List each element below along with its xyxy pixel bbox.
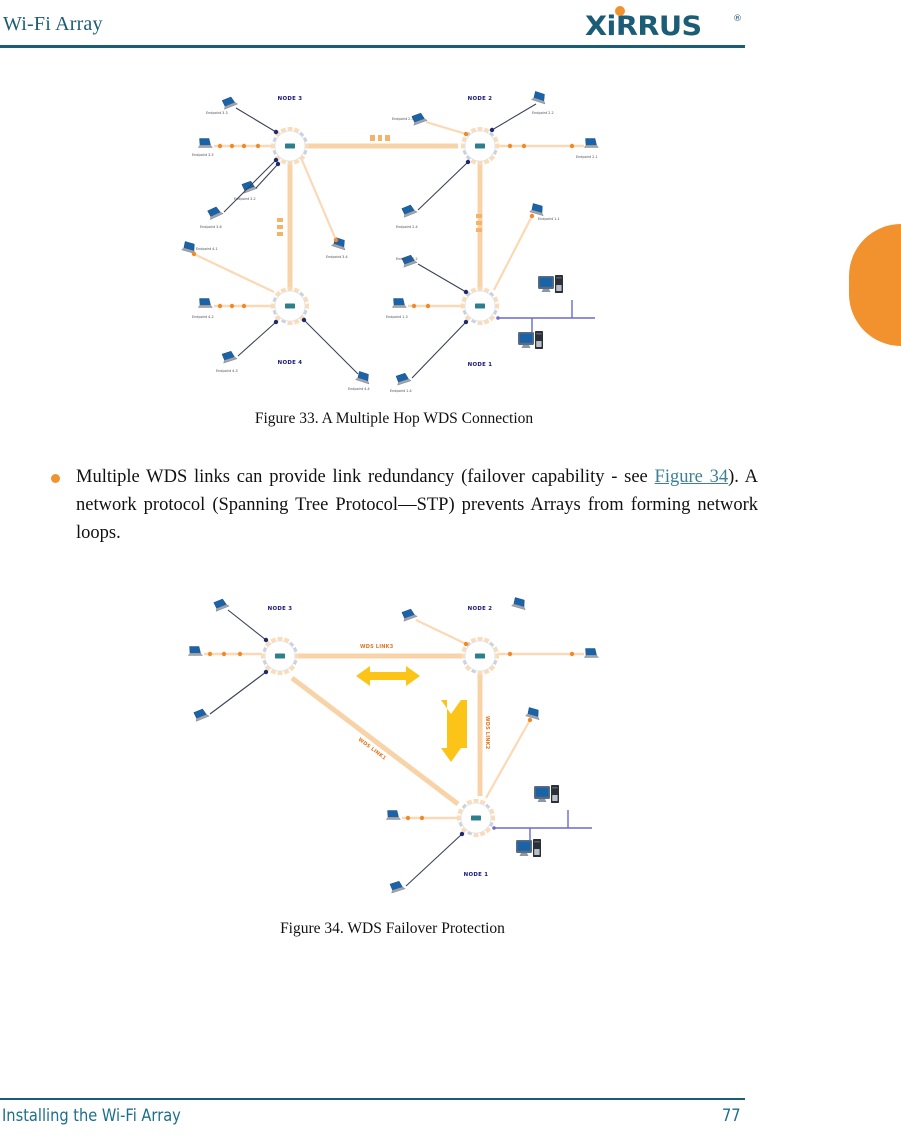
figure-34-image: WDS LINK3 WDS LINK1 WDS LINK2 bbox=[180, 588, 605, 906]
node1-endpoints: Endpoint 1-2 Endpoint 1-3 Endpoint 1-4 bbox=[386, 253, 469, 393]
node-3-group: NODE 3 bbox=[271, 96, 309, 165]
bullet-icon bbox=[51, 474, 60, 483]
endpoint-label: Endpoint 4-1 bbox=[196, 247, 218, 251]
endpoint-label: Endpoint 1-3 bbox=[386, 315, 408, 319]
node-label: NODE 1 bbox=[468, 362, 493, 368]
wds-link3-label: WDS LINK3 bbox=[360, 644, 394, 650]
node2-endpoints: Endpoint 2-3 Endpoint 2-2 Endpoint 2-1 E… bbox=[392, 90, 599, 291]
figure-33: NODE 3 Endpoint 3-3 Endpoint 3-5 Endpoin… bbox=[180, 78, 608, 428]
endpoint-label: Endpoint 3-4 bbox=[326, 255, 348, 259]
node-label: NODE 1 bbox=[464, 872, 489, 878]
endpoint-label: Endpoint 4-3 bbox=[216, 369, 238, 373]
bullet-item-wds-redundancy: Multiple WDS links can provide link redu… bbox=[48, 463, 758, 547]
node-label: NODE 2 bbox=[468, 96, 493, 102]
endpoint-label: Endpoint 3-3 bbox=[206, 111, 228, 115]
header-divider bbox=[0, 45, 745, 48]
endpoint-label: Endpoint 2-3 bbox=[392, 117, 414, 121]
body-text-before-link: Multiple WDS links can provide link redu… bbox=[76, 467, 655, 487]
page-title: Wi-Fi Array bbox=[3, 13, 103, 35]
node-1-group: NODE 1 bbox=[461, 287, 499, 368]
endpoint-label: Endpoint 3-5 bbox=[192, 153, 214, 157]
node-3-group-fig34: NODE 3 bbox=[261, 606, 299, 675]
node-label: NODE 2 bbox=[468, 606, 493, 612]
wired-lan-group bbox=[496, 275, 595, 349]
endpoint-label: Endpoint 1-4 bbox=[390, 389, 412, 393]
wds-link1-line bbox=[290, 676, 460, 806]
wired-lan-group-fig34 bbox=[492, 785, 592, 857]
endpoint-label: Endpoint 4-4 bbox=[348, 387, 370, 391]
node-1-group-fig34: NODE 1 bbox=[457, 799, 495, 878]
figure-34: WDS LINK3 WDS LINK1 WDS LINK2 bbox=[180, 588, 605, 938]
wds-link-label-right bbox=[476, 214, 482, 232]
logo-dot-icon bbox=[615, 6, 625, 16]
endpoint-label: Endpoint 2-4 bbox=[396, 225, 418, 229]
body-text-after-link: ). A network protocol (Spanning Tree Pro… bbox=[76, 467, 758, 543]
node2-endpoints-fig34 bbox=[400, 607, 599, 799]
node4-endpoints: Endpoint 4-1 Endpoint 4-2 Endpoint 4-3 E… bbox=[181, 240, 372, 391]
node1-endpoints-fig34 bbox=[386, 810, 465, 894]
endpoint-label: Endpoint 4-2 bbox=[192, 315, 214, 319]
endpoint-label: Endpoint 1-1 bbox=[538, 217, 560, 221]
endpoint-label: Endpoint 3-6 bbox=[200, 225, 222, 229]
endpoint-label: Endpoint 3-2 bbox=[234, 197, 256, 201]
node-label: NODE 4 bbox=[278, 360, 303, 366]
page-footer: Installing the Wi-Fi Array 77 bbox=[0, 1090, 901, 1136]
figure-33-caption: Figure 33. A Multiple Hop WDS Connection bbox=[254, 410, 534, 427]
failover-arrow-horizontal bbox=[356, 666, 420, 686]
node-label: NODE 3 bbox=[268, 606, 293, 612]
endpoint-label: Endpoint 2-2 bbox=[532, 111, 554, 115]
xirrus-logo: XiRRUS ® bbox=[585, 6, 745, 42]
failover-arrow-vertical bbox=[441, 700, 467, 762]
wds-link2-label: WDS LINK2 bbox=[484, 716, 490, 750]
endpoint-label: Endpoint 2-1 bbox=[576, 155, 598, 159]
endpoint-label: Endpoint 1-2 bbox=[396, 257, 418, 261]
body-paragraph: Multiple WDS links can provide link redu… bbox=[76, 463, 758, 547]
figure-34-crossref-link[interactable]: Figure 34 bbox=[654, 467, 729, 487]
figure-34-caption: Figure 34. WDS Failover Protection bbox=[280, 920, 505, 937]
page-header: Wi-Fi Array XiRRUS ® bbox=[0, 0, 901, 48]
node-2-group: NODE 2 bbox=[461, 96, 499, 165]
node-2-group-fig34: NODE 2 bbox=[461, 606, 499, 675]
multiple-hop-wds-diagram: NODE 3 Endpoint 3-3 Endpoint 3-5 Endpoin… bbox=[180, 78, 608, 400]
footer-divider bbox=[0, 1098, 745, 1100]
logo-wordmark: XiRRUS bbox=[585, 11, 702, 42]
logo-registered-mark: ® bbox=[733, 14, 742, 24]
wds-link-label-left bbox=[277, 218, 283, 236]
section-edge-tab bbox=[849, 224, 901, 346]
node3-endpoints-fig34 bbox=[188, 596, 528, 722]
wds-failover-diagram: WDS LINK3 WDS LINK1 WDS LINK2 bbox=[180, 588, 605, 906]
node3-endpoints: Endpoint 3-3 Endpoint 3-5 Endpoint 3-2 E… bbox=[192, 95, 348, 259]
wds-link-label-top bbox=[370, 135, 390, 141]
node-label: NODE 3 bbox=[278, 96, 303, 102]
node-4-group: NODE 4 bbox=[271, 287, 309, 366]
footer-section-title: Installing the Wi-Fi Array bbox=[2, 1106, 181, 1126]
figure-33-image: NODE 3 Endpoint 3-3 Endpoint 3-5 Endpoin… bbox=[180, 78, 608, 400]
footer-page-number: 77 bbox=[722, 1106, 741, 1126]
